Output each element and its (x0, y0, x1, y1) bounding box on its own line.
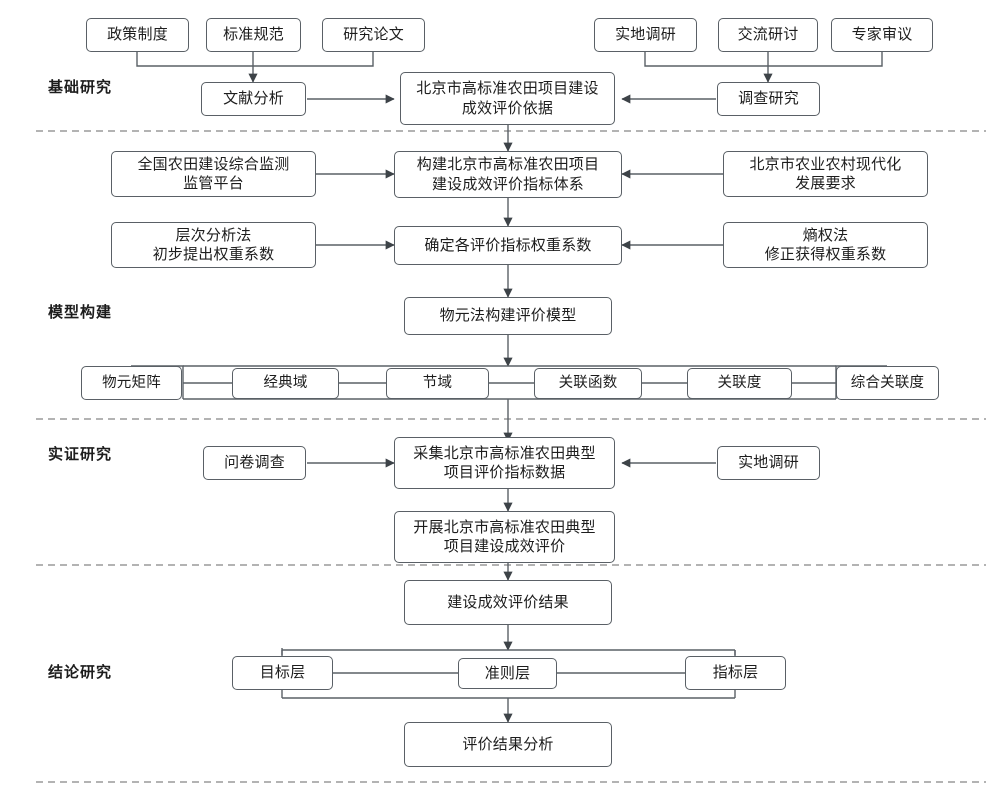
node-result-analysis[interactable]: 评价结果分析 (404, 722, 612, 767)
node-field-survey-top[interactable]: 实地调研 (594, 18, 697, 52)
node-ahp-method[interactable]: 层次分析法 初步提出权重系数 (111, 222, 316, 268)
node-weight-coefficients[interactable]: 确定各评价指标权重系数 (394, 226, 622, 265)
stage-label-conclusion: 结论研究 (48, 663, 113, 681)
node-standard-spec[interactable]: 标准规范 (206, 18, 301, 52)
node-policy-system[interactable]: 政策制度 (86, 18, 189, 52)
node-eval-result[interactable]: 建设成效评价结果 (404, 580, 612, 625)
node-questionnaire[interactable]: 问卷调查 (203, 446, 306, 480)
stage-label-empirical: 实证研究 (48, 445, 113, 463)
node-research-paper[interactable]: 研究论文 (322, 18, 425, 52)
node-field-survey-mid[interactable]: 实地调研 (717, 446, 820, 480)
node-investigation-study[interactable]: 调查研究 (717, 82, 820, 116)
node-exchange-seminar[interactable]: 交流研讨 (718, 18, 818, 52)
node-correlation-function[interactable]: 关联函数 (534, 368, 642, 399)
node-national-platform[interactable]: 全国农田建设综合监测 监管平台 (111, 151, 316, 197)
node-correlation-degree[interactable]: 关联度 (687, 368, 792, 399)
node-section-domain[interactable]: 节域 (386, 368, 489, 399)
node-goal-layer[interactable]: 目标层 (232, 656, 333, 690)
stage-label-model: 模型构建 (48, 303, 113, 321)
node-carry-out-eval[interactable]: 开展北京市高标准农田典型 项目建设成效评价 (394, 511, 615, 563)
node-matter-element-matrix[interactable]: 物元矩阵 (81, 366, 182, 400)
node-collect-data[interactable]: 采集北京市高标准农田典型 项目评价指标数据 (394, 437, 615, 489)
node-index-layer[interactable]: 指标层 (685, 656, 786, 690)
node-evaluation-basis[interactable]: 北京市高标准农田项目建设 成效评价依据 (400, 72, 615, 125)
node-literature-analysis[interactable]: 文献分析 (201, 82, 306, 116)
node-modernization-req[interactable]: 北京市农业农村现代化 发展要求 (723, 151, 928, 197)
node-comprehensive-degree[interactable]: 综合关联度 (836, 366, 939, 400)
node-entropy-method[interactable]: 熵权法 修正获得权重系数 (723, 222, 928, 268)
node-classical-domain[interactable]: 经典域 (232, 368, 339, 399)
node-index-system[interactable]: 构建北京市高标准农田项目 建设成效评价指标体系 (394, 151, 622, 198)
node-criteria-layer[interactable]: 准则层 (458, 658, 557, 689)
stage-label-basic: 基础研究 (48, 78, 113, 96)
node-matter-element-model[interactable]: 物元法构建评价模型 (404, 297, 612, 335)
node-expert-review[interactable]: 专家审议 (831, 18, 933, 52)
